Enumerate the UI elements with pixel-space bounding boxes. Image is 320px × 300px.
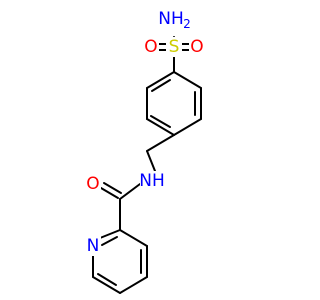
atom-o1-label: O [144, 37, 157, 57]
pyridine-double-3 [101, 236, 118, 246]
atom-nh2-subscript: 2 [183, 17, 191, 31]
label-bg-nh2 [160, 6, 192, 28]
atom-nh-label: NH [139, 171, 165, 191]
amide-group [100, 182, 141, 231]
label-bg-o1 [143, 37, 159, 57]
bond-c-c1 [146, 134, 175, 152]
pyridine-bond-n-c [99, 229, 121, 239]
atom-o2-label: O [190, 37, 203, 57]
ethyl-linker [146, 134, 175, 172]
label-bg-s [166, 37, 182, 57]
bond-c-nh [146, 150, 156, 172]
atom-o3-label: O [86, 174, 99, 194]
molecule-diagram: NH 2 S O O NH O N [85, 6, 205, 294]
label-bg-npy [85, 236, 101, 256]
bond-c-o-1 [100, 187, 119, 199]
bond-nh-c [119, 183, 141, 200]
label-bg-nh [140, 171, 164, 191]
benzene-double-2 [150, 115, 171, 128]
pyridine-double-2 [97, 273, 117, 286]
atom-npy-label: N [87, 236, 100, 256]
label-bg-o2 [189, 37, 205, 57]
bond-c-o-2 [103, 182, 122, 194]
benzene-bond-1 [173, 71, 202, 89]
benzene-bond-3 [173, 118, 202, 136]
benzene-double-3 [151, 79, 171, 92]
atom-nh2-label: NH [158, 9, 184, 29]
atom-labels: NH 2 S O O NH O N [85, 6, 205, 256]
pyridine-bond-4 [119, 276, 148, 294]
benzene-bond-6 [146, 71, 175, 89]
atom-s-label: S [169, 37, 180, 57]
benzene-bond-4 [146, 118, 175, 136]
benzene-ring [146, 71, 202, 136]
label-bg-o3 [85, 174, 101, 194]
pyridine-bond-5 [92, 276, 121, 294]
pyridine-ring [92, 229, 148, 294]
pyridine-bond-2 [119, 229, 148, 247]
